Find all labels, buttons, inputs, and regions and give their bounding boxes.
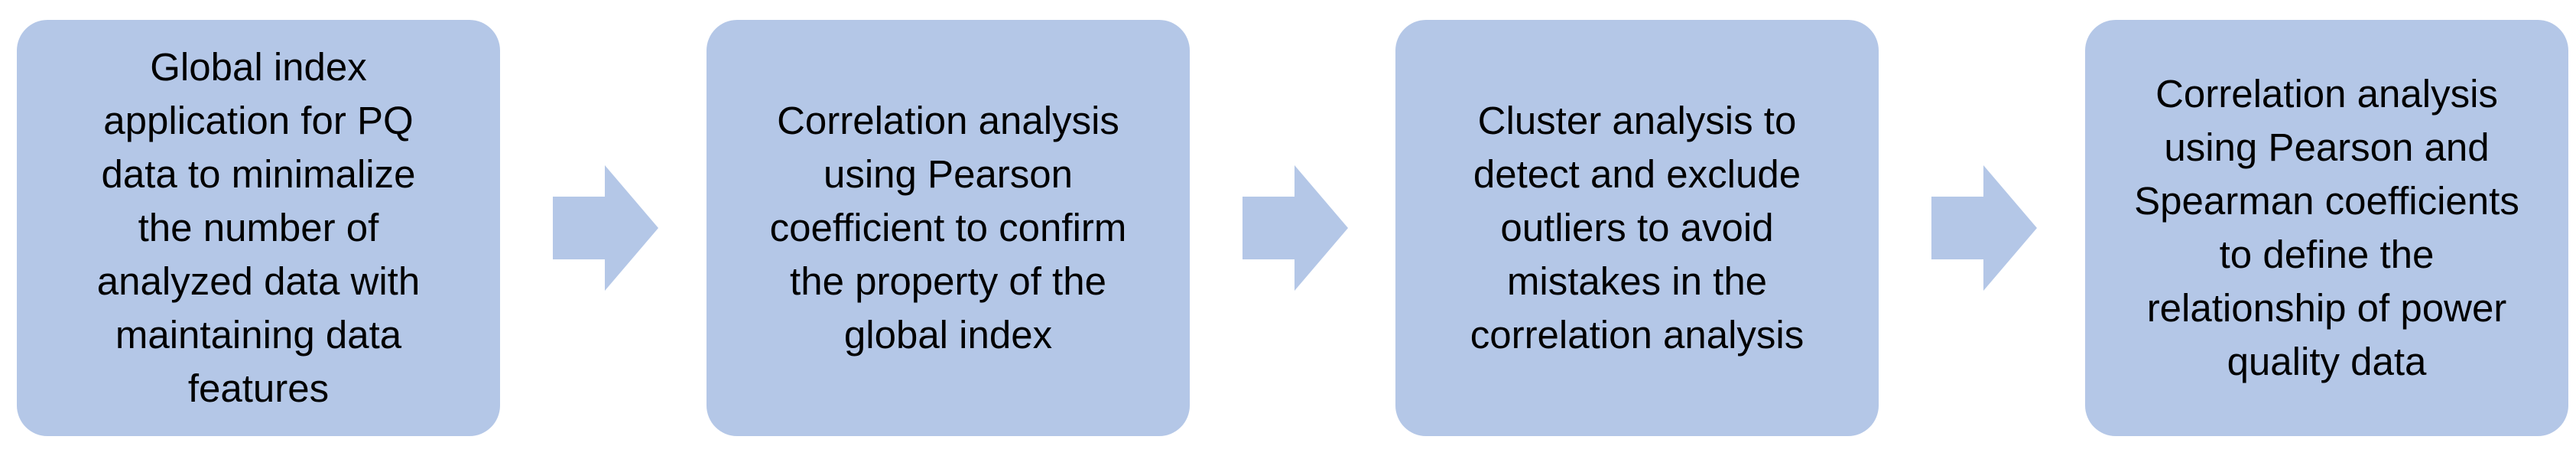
step-4-line: to define the [2219,233,2435,276]
right-arrow-shape [1931,165,2037,291]
step-4-line: Spearman coefficients [2134,179,2519,223]
right-arrow-icon [553,165,658,291]
step-1-line: analyzed data with [96,259,421,303]
step-3-line: mistakes in the [1506,259,1768,303]
step-3-text: Cluster analysis to detect and exclude o… [1470,94,1804,362]
step-3-line: correlation analysis [1470,313,1804,357]
step-2-line: global index [843,313,1053,357]
step-1-text: Global index application for PQ data to … [97,41,420,415]
step-1-line: the number of [138,206,379,249]
step-4-line: Correlation analysis [2155,72,2498,116]
step-1-line: application for PQ [103,99,414,142]
right-arrow-shape [1243,165,1348,291]
step-2-text: Correlation analysis using Pearson coeff… [770,94,1127,362]
step-3-line: detect and exclude [1473,152,1801,196]
step-2-line: Correlation analysis [777,99,1119,142]
step-1-line: data to minimalize [101,152,416,196]
step-1-line: features [187,366,330,410]
step-1-line: Global index [150,45,367,89]
step-2-line: using Pearson [823,152,1074,196]
right-arrow-icon [1931,165,2037,291]
step-2-line: the property of the [790,259,1106,303]
step-3-line: Cluster analysis to [1477,99,1797,142]
step-2-box: Correlation analysis using Pearson coeff… [707,20,1190,436]
step-1-box: Global index application for PQ data to … [17,20,500,436]
step-4-line: quality data [2227,340,2427,383]
step-1-line: maintaining data [115,313,402,357]
right-arrow-shape [553,165,658,291]
step-3-box: Cluster analysis to detect and exclude o… [1395,20,1879,436]
step-4-line: using Pearson and [2164,125,2490,169]
step-4-line: relationship of power [2146,286,2507,330]
step-4-text: Correlation analysis using Pearson and S… [2134,67,2519,389]
step-2-line: coefficient to confirm [769,206,1127,249]
step-4-box: Correlation analysis using Pearson and S… [2085,20,2568,436]
step-3-line: outliers to avoid [1500,206,1774,249]
right-arrow-icon [1243,165,1348,291]
